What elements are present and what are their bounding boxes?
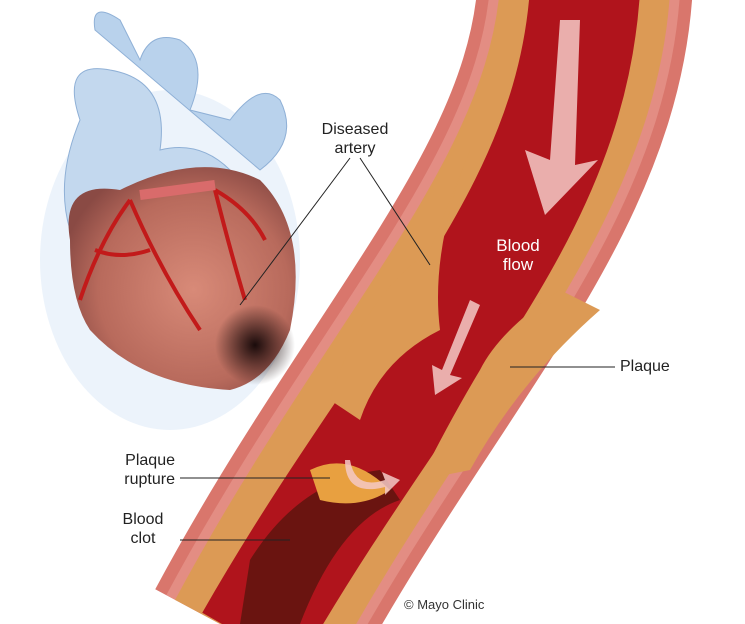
label-line: clot xyxy=(130,530,156,547)
label-line: flow xyxy=(502,255,534,274)
label-line: artery xyxy=(334,140,376,157)
label-line: Diseased xyxy=(321,121,389,138)
label-blood-flow: Blood flow xyxy=(478,236,558,274)
label-line: Blood xyxy=(122,511,164,528)
label-plaque-rupture: Plaque rupture xyxy=(95,451,175,489)
copyright: © Mayo Clinic xyxy=(404,597,485,612)
flow-arrows xyxy=(345,20,598,495)
heart xyxy=(40,11,300,430)
label-plaque: Plaque xyxy=(620,358,670,375)
label-blood-clot: Blood clot xyxy=(108,510,178,548)
artery xyxy=(155,0,692,624)
label-diseased-artery: Diseased artery xyxy=(305,120,405,158)
leader-lines xyxy=(180,157,615,541)
label-line: Plaque xyxy=(125,452,175,469)
label-line: rupture xyxy=(124,471,175,488)
label-line: Blood xyxy=(496,236,540,255)
